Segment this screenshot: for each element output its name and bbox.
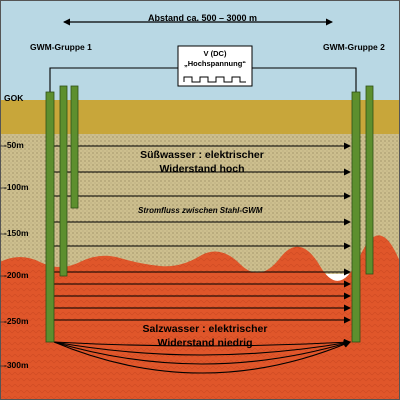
well-pipe [45,91,55,343]
well-pipe [59,85,68,277]
distance-label: Abstand ca. 500 – 3000 m [148,13,258,23]
wire-left [49,67,178,92]
depth-label: -250m [4,316,29,326]
surface-label: GOK [4,93,24,103]
freshwater-line-2: Widerstand hoch [159,163,245,175]
current-arrows [54,142,351,324]
well-pipe [351,91,361,343]
current-flow-label: Stromfluss zwischen Stahl-GWM [138,206,263,215]
freshwater-label: Süßwasser : elektrischer Widerstand hoch [112,148,292,176]
depth-label: -200m [4,270,29,280]
wire-right [252,67,357,92]
well-group-1 [45,85,79,343]
well-group-2 [351,85,374,343]
depth-label: -300m [4,360,29,370]
curved-current-arrow [53,340,351,365]
depth-scale [0,145,6,367]
depth-label: -150m [4,228,29,238]
saltwater-label: Salzwasser : elektrischer Widerstand nie… [110,322,300,350]
freshwater-line-1: Süßwasser : elektrischer [140,149,264,161]
deep-current-arrows [53,338,351,374]
well-pipe [70,85,79,209]
curved-current-arrow [53,339,351,356]
depth-label: -100m [4,182,29,192]
voltage-label: V (DC) „Hochspannung“ [178,49,252,69]
curved-current-arrow [53,338,351,347]
well-pipe [365,85,374,275]
saltwater-line-2: Widerstand niedrig [157,337,253,349]
group-2-label: GWM-Gruppe 2 [323,42,385,52]
saltwater-line-1: Salzwasser : elektrischer [142,323,268,335]
voltage-line-2: „Hochspannung“ [183,59,247,68]
voltage-line-1: V (DC) [203,49,227,58]
depth-label: -50m [4,140,24,150]
curved-current-arrow [53,341,351,374]
group-1-label: GWM-Gruppe 1 [30,42,92,52]
square-wave-icon [183,76,246,83]
